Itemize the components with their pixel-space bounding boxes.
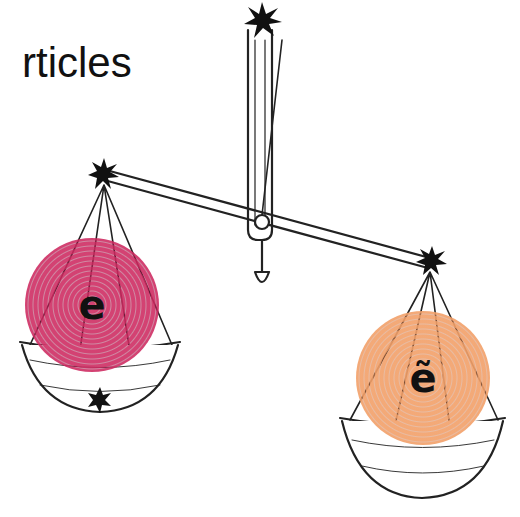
heading-fragment: rticles — [22, 42, 132, 84]
particle-circle: ẽ — [356, 311, 490, 445]
particle-circle: e — [25, 238, 159, 372]
particle-symbol: ẽ — [409, 358, 436, 398]
particle-symbol: e — [78, 285, 105, 325]
